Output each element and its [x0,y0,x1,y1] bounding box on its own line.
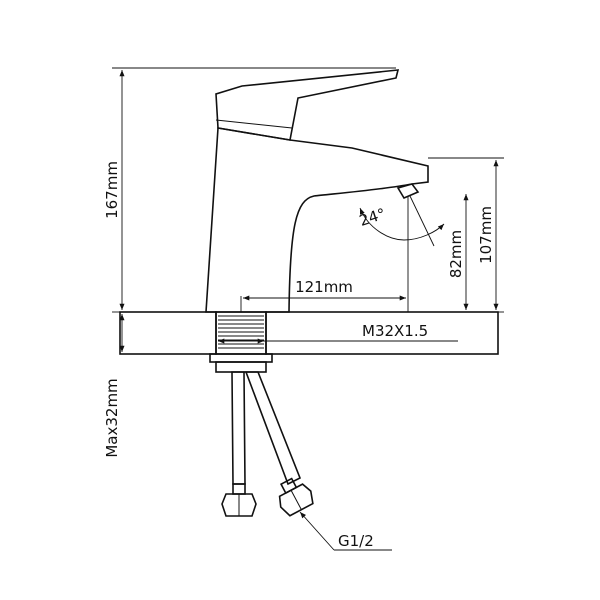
mounting-nut [209,353,273,363]
faucet-body-outline [205,127,429,313]
hose-left [231,371,246,485]
leader-connection: G1/2 [299,511,392,551]
dimension-spout-height: 107mm [428,157,504,313]
countertop [119,311,499,355]
label-max-thickness: Max32mm [103,378,121,457]
dimension-max-thickness: Max32mm [103,314,125,458]
lever-handle [215,69,400,141]
countertop-left-hatch [119,311,217,355]
dimension-outlet-height: 82mm [447,194,469,310]
dimension-total-height: 167mm [103,67,396,313]
mounting-shank [209,311,273,373]
dimension-angle: 24° [357,195,445,247]
label-total-height: 167mm [103,161,121,219]
label-reach: 121mm [295,278,353,296]
lever-detail-line [215,119,293,129]
hose-right [244,371,302,486]
hose-right-fitting [278,477,314,517]
label-spout-height: 107mm [477,206,495,264]
label-outlet-height: 82mm [447,230,465,278]
supply-hoses [221,371,314,517]
hose-left-fitting [221,483,257,517]
faucet-body [205,69,429,313]
mounting-washer [215,361,267,373]
spout-tip [396,183,420,200]
dimension-thread: M32X1.5 [218,322,458,344]
label-angle: 24° [357,205,388,230]
thread-lines [218,315,264,349]
label-connection: G1/2 [338,532,374,550]
label-thread: M32X1.5 [362,322,428,340]
